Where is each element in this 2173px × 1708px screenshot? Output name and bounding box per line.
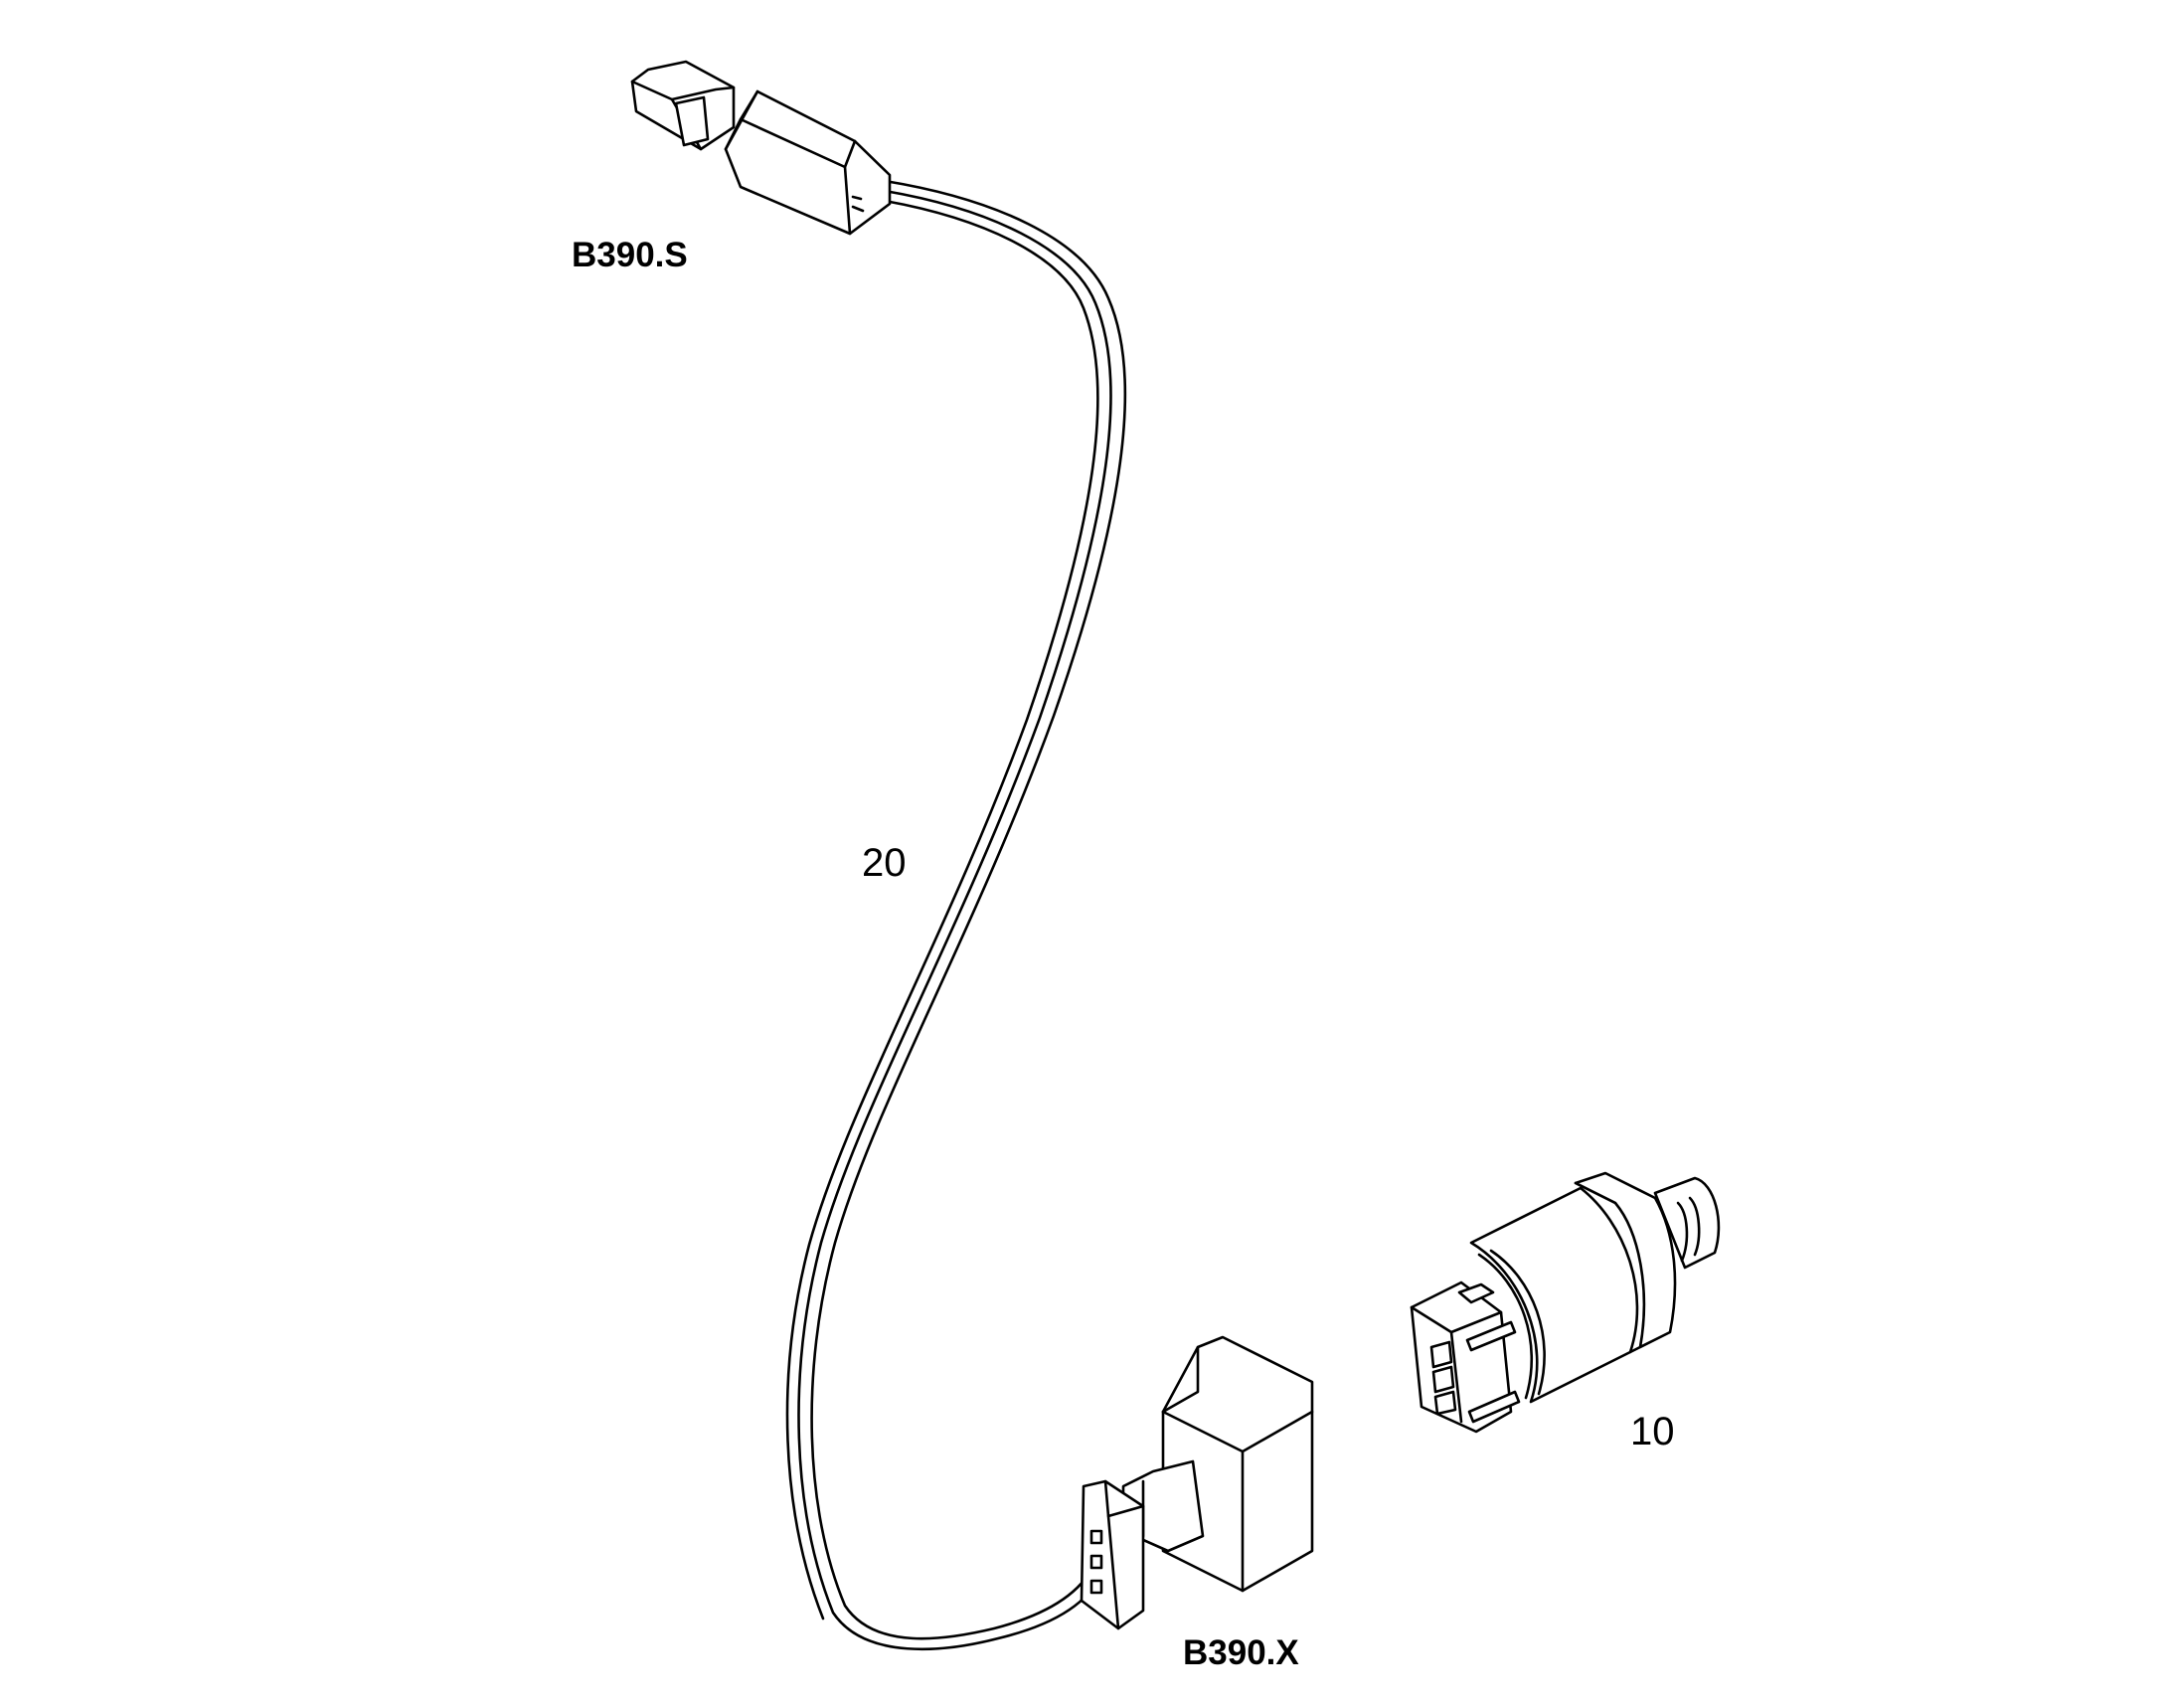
label-item-10: 10 bbox=[1630, 1410, 1675, 1453]
label-b390x: B390.X bbox=[1183, 1633, 1299, 1672]
connector-b390x bbox=[1080, 1335, 1314, 1630]
pressure-sensor bbox=[1410, 1171, 1721, 1434]
cable bbox=[785, 179, 1127, 1651]
label-b390s: B390.S bbox=[572, 236, 688, 274]
label-item-20: 20 bbox=[862, 841, 907, 885]
connector-b390s bbox=[630, 60, 892, 236]
